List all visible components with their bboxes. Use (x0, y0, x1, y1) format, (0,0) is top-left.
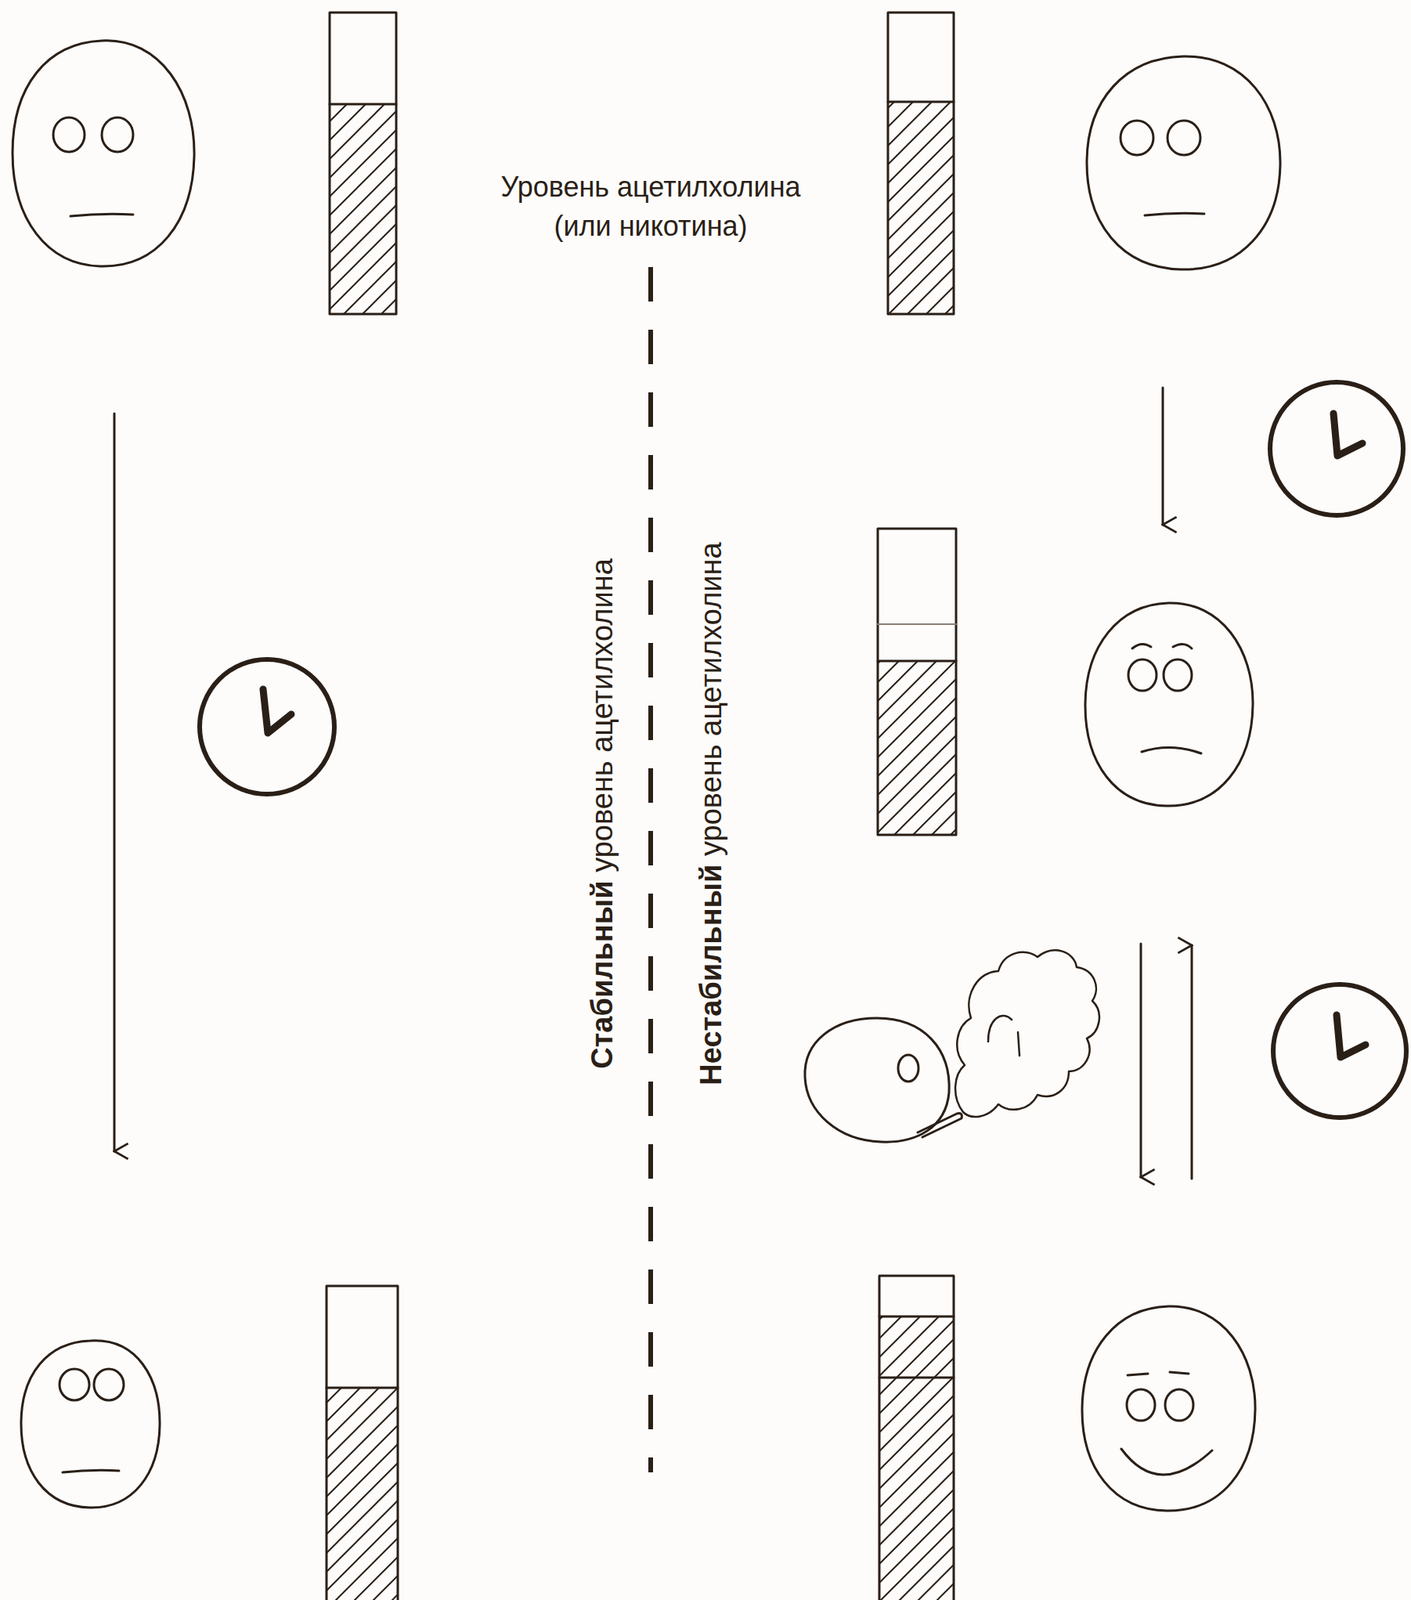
axis-label-bold: Стабильный (585, 880, 619, 1069)
level-caption: Уровень ацетилхолина (или никотина) (478, 167, 823, 246)
axis-label: уровень ацетилхолина (694, 541, 728, 856)
unstable-label: Нестабильный уровень ацетилхолина (693, 541, 729, 1085)
stable-label: Стабильный уровень ацетилхолина (584, 558, 620, 1069)
axis-label-bold: Нестабильный (694, 864, 728, 1086)
axis-label: уровень ацетилхолина (585, 558, 619, 873)
